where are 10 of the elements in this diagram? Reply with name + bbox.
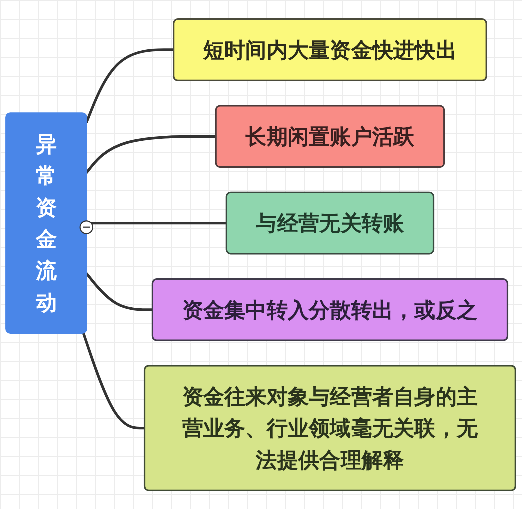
connector xyxy=(82,332,145,430)
node-box: 异常资金流动 xyxy=(6,112,88,334)
node-box: 与经营无关转账 xyxy=(226,191,435,254)
node-box: 短时间内大量资金快进快出 xyxy=(173,18,488,81)
connector xyxy=(85,48,174,123)
node-box: 长期闲置账户活跃 xyxy=(215,104,446,168)
connector xyxy=(86,272,153,311)
node-box: 资金往来对象与经营者自身的主营业务、行业领域毫无关联，无法提供合理解释 xyxy=(144,364,516,491)
node-box: 资金集中转入分散转出，或反之 xyxy=(152,278,509,341)
connector xyxy=(86,134,216,174)
